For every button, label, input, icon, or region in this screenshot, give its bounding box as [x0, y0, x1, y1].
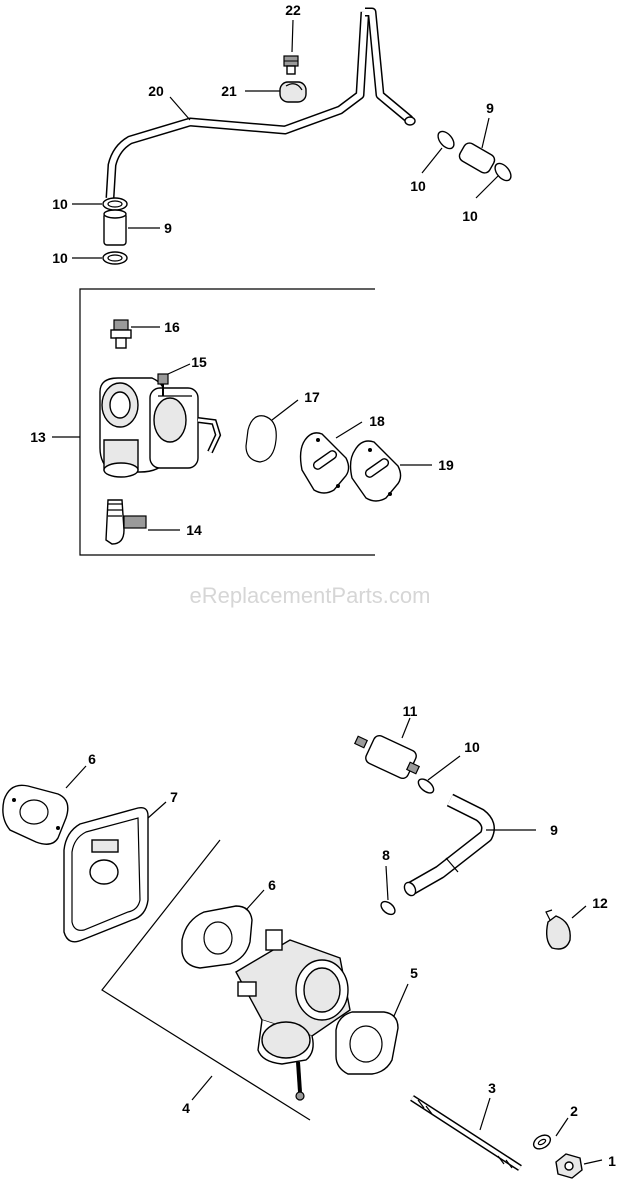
callout-21: 21 — [221, 83, 237, 99]
gasket-6-right — [181, 905, 253, 969]
clamp-10-right-a — [437, 130, 455, 150]
callout-2: 2 — [570, 1103, 578, 1119]
callout-6-right: 6 — [268, 877, 276, 893]
fuel-filter-11 — [353, 734, 421, 780]
carburetor-4 — [235, 929, 351, 1101]
hose-9-right — [458, 142, 496, 174]
plate-18 — [299, 432, 350, 494]
heat-shield-7 — [63, 806, 149, 943]
elbow-fitting-14 — [105, 499, 147, 545]
gasket-5 — [335, 1011, 399, 1075]
callout-10-left-upper: 10 — [52, 196, 68, 212]
watermark-text: eReplacementParts.com — [190, 583, 431, 608]
callout-14: 14 — [186, 522, 202, 538]
hose-9-left — [103, 209, 127, 246]
callout-10-right-a: 10 — [410, 178, 426, 194]
screw-22 — [283, 55, 299, 75]
callout-4: 4 — [182, 1100, 190, 1116]
callout-10-bottom: 10 — [464, 739, 480, 755]
clamp-10-lower-left — [102, 251, 128, 265]
nut-1 — [555, 1153, 583, 1179]
screw-15 — [157, 373, 169, 396]
clip-21 — [279, 81, 307, 103]
clamp-10-bottom — [417, 778, 435, 794]
callout-11: 11 — [403, 703, 418, 719]
gasket-6-left — [2, 784, 69, 845]
callout-5: 5 — [410, 965, 418, 981]
clip-12 — [545, 909, 571, 950]
callout-13: 13 — [30, 429, 46, 445]
callout-12: 12 — [592, 895, 608, 911]
callout-19: 19 — [438, 457, 454, 473]
callout-7: 7 — [170, 789, 178, 805]
callout-22: 22 — [285, 2, 301, 18]
callout-6-left: 6 — [88, 751, 96, 767]
washer-2 — [532, 1134, 552, 1150]
fuel-pump-13 — [99, 377, 222, 478]
callout-18: 18 — [369, 413, 385, 429]
clamp-8 — [380, 900, 396, 916]
callout-10-right-b: 10 — [462, 208, 478, 224]
clamp-10-upper-left — [102, 197, 128, 211]
plate-19 — [349, 440, 402, 502]
fuel-hose-9-bottom — [403, 793, 495, 897]
callout-9-right: 9 — [486, 100, 494, 116]
callout-3: 3 — [488, 1080, 496, 1096]
callout-10-left-lower: 10 — [52, 250, 68, 266]
fuel-line-20 — [105, 7, 416, 199]
callout-1: 1 — [608, 1153, 616, 1169]
carburetor-group-bracket — [101, 839, 311, 1121]
callout-17: 17 — [304, 389, 320, 405]
callout-15: 15 — [191, 354, 207, 370]
fitting-16 — [110, 319, 132, 349]
clamp-10-right-b — [494, 162, 512, 182]
gasket-17 — [245, 415, 277, 463]
callout-9-left: 9 — [164, 220, 172, 236]
callout-8: 8 — [382, 847, 390, 863]
stud-3 — [410, 1095, 522, 1171]
callout-20: 20 — [148, 83, 164, 99]
fuel-pump-group-bracket — [52, 288, 375, 556]
callout-9-bottom: 9 — [550, 822, 558, 838]
callout-16: 16 — [164, 319, 180, 335]
